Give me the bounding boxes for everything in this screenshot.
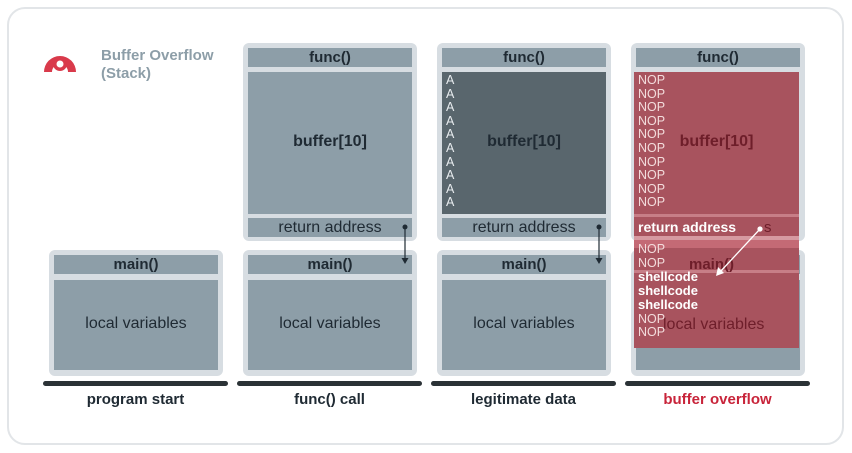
overflow-band-3: [634, 240, 799, 248]
a-fill: A: [446, 140, 455, 155]
overflow-band-4: [634, 270, 799, 273]
local-variables-3: local variables: [442, 280, 606, 370]
local-variables-label-3: local variables: [473, 315, 575, 332]
a-fill: A: [446, 127, 455, 142]
caption-legitimate-data: legitimate data: [470, 391, 577, 408]
func-header-2: func(): [248, 48, 412, 67]
buffer-label-2: buffer[10]: [293, 133, 367, 150]
overwritten-return-address: return address: [638, 219, 737, 235]
nop-item: NOP: [638, 127, 666, 142]
main-header-1: main(): [54, 255, 218, 274]
shellcode-item: shellcode: [638, 283, 698, 298]
return-address-2: return address: [248, 218, 412, 237]
nop-item: NOP: [638, 100, 666, 115]
overflow-band-1: [634, 214, 799, 217]
nop-item: NOP: [638, 256, 666, 270]
a-fill: A: [446, 195, 455, 210]
nop-item: NOP: [638, 242, 666, 256]
nop-item: NOP: [638, 154, 666, 169]
local-variables-label-4: local variables: [663, 316, 765, 333]
shellcode-item: shellcode: [638, 297, 698, 312]
a-fill: A: [446, 113, 455, 128]
buffer-3: A A A A A A A A A A buffer[10]: [442, 72, 606, 214]
nop-sled-top: NOP NOP NOP NOP NOP NOP NOP NOP NOP NOP: [638, 73, 666, 210]
local-variables-label-1: local variables: [85, 315, 187, 332]
local-variables-label-2: local variables: [279, 315, 381, 332]
return-arrow-2: [401, 224, 409, 264]
caption-func-call: func() call: [294, 391, 365, 408]
logo-icon: [44, 56, 76, 72]
a-fill: A: [446, 86, 455, 101]
return-address-label-3: return address: [472, 219, 576, 236]
nop-item: NOP: [638, 181, 666, 196]
a-fill: A: [446, 181, 455, 196]
hijack-arrow: [716, 226, 763, 276]
diagram-title: Buffer Overflow (Stack): [101, 47, 214, 83]
a-fill: A: [446, 154, 455, 169]
return-address-label-2: return address: [278, 219, 382, 236]
nop-item: NOP: [638, 168, 666, 183]
return-address-3: return address: [442, 218, 606, 237]
buffer-label-3: buffer[10]: [487, 133, 561, 150]
overflow-region: [634, 72, 799, 348]
func-header-4: func(): [636, 48, 800, 67]
a-fill: A: [446, 168, 455, 183]
baseline-1: [43, 381, 228, 386]
buffer-2: buffer[10]: [248, 72, 412, 214]
baseline-4: [625, 381, 810, 386]
nop-item: NOP: [638, 195, 666, 210]
buffer-label-4: buffer[10]: [679, 133, 754, 150]
baseline-2: [237, 381, 422, 386]
title-line-2: (Stack): [101, 65, 152, 82]
return-arrow-3: [595, 224, 603, 264]
shellcode-item: shellcode: [638, 269, 698, 284]
overflow-band-2: [634, 236, 799, 240]
func-header-3: func(): [442, 48, 606, 67]
a-fill: A: [446, 100, 455, 115]
local-variables-1: local variables: [54, 280, 218, 370]
nop-item: NOP: [638, 113, 666, 128]
nop-item: NOP: [638, 312, 666, 326]
main-header-2: main(): [248, 255, 412, 274]
nop-item: NOP: [638, 73, 666, 87]
nop-item: NOP: [638, 140, 666, 155]
nop-item: NOP: [638, 325, 666, 339]
nop-item: NOP: [638, 86, 666, 101]
return-address-ghost-tail: s: [764, 219, 772, 236]
a-fill: A: [446, 73, 455, 87]
main-header-3: main(): [442, 255, 606, 274]
caption-program-start: program start: [86, 391, 185, 408]
local-variables-2: local variables: [248, 280, 412, 370]
a-fill-stack: A A A A A A A A A A: [446, 73, 455, 210]
title-line-1: Buffer Overflow: [101, 47, 214, 64]
baseline-3: [431, 381, 616, 386]
caption-buffer-overflow: buffer overflow: [663, 391, 772, 408]
